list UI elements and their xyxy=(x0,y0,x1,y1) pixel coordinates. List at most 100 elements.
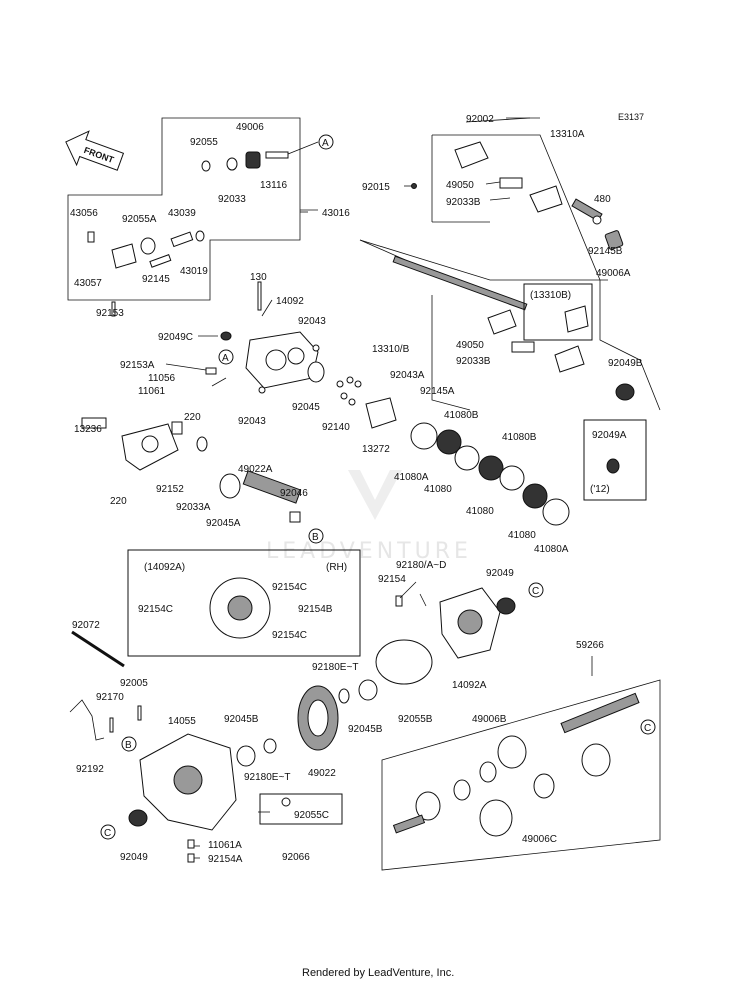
plate-13272 xyxy=(365,397,397,429)
label-220-low: 220 xyxy=(110,496,127,507)
breather-assembly-group xyxy=(67,117,319,317)
label-92049a: 92049A xyxy=(592,430,627,441)
label-13310a: 13310A xyxy=(550,129,585,140)
label-480: 480 xyxy=(594,194,611,205)
label-92066: 92066 xyxy=(282,852,310,863)
label-92049-low: 92049 xyxy=(120,852,148,863)
label-14092a: 14092A xyxy=(452,680,487,691)
label-92002: 92002 xyxy=(466,114,494,125)
label-92045b-1: 92045B xyxy=(224,714,259,725)
plug-11056 xyxy=(205,367,217,375)
label-92045: 92045 xyxy=(292,402,320,413)
label-13272: 13272 xyxy=(362,444,390,455)
label-49050-top: 49050 xyxy=(446,180,474,191)
label-43019: 43019 xyxy=(180,266,208,277)
plate-41080-3 xyxy=(522,483,548,509)
label-92154: 92154 xyxy=(378,574,406,585)
label-59266: 59266 xyxy=(576,640,604,651)
label-41080b-1: 41080B xyxy=(444,410,479,421)
label-92180et-low: 92180E~T xyxy=(244,772,290,783)
label-92145: 92145 xyxy=(142,274,170,285)
part-labels: 92002 13310A 92055 49006 92015 49050 920… xyxy=(70,114,643,865)
plate-41080b-1 xyxy=(454,445,480,471)
box-13310b xyxy=(523,283,593,341)
label-49006c: 49006C xyxy=(522,834,557,845)
box-92055c xyxy=(259,793,343,825)
label-92154a: 92154A xyxy=(208,854,243,865)
callout-c-low: C xyxy=(100,824,116,840)
label-92140: 92140 xyxy=(322,422,350,433)
label-13236: 13236 xyxy=(74,424,102,435)
spline-inner xyxy=(392,814,426,834)
label-43039: 43039 xyxy=(168,208,196,219)
label-92055b: 92055B xyxy=(398,714,433,725)
boot-49006a xyxy=(604,230,624,250)
pin-92043 xyxy=(312,344,320,352)
label-43016: 43016 xyxy=(322,208,350,219)
clutch-plates-group xyxy=(410,422,570,526)
watermark-text: LEADVENTURE xyxy=(266,539,472,564)
label-92154b: 92154B xyxy=(298,604,333,615)
shaft-13310 xyxy=(392,255,528,311)
label-41080-3: 41080 xyxy=(508,530,536,541)
nipple-92015 xyxy=(411,183,417,189)
band-92072 xyxy=(71,630,125,668)
svg-text:A: A xyxy=(322,138,329,149)
label-92046: 92046 xyxy=(280,488,308,499)
circlip-92033a xyxy=(196,436,208,452)
label-130: 130 xyxy=(250,272,267,283)
label-92180et-top: 92180E~T xyxy=(312,662,358,673)
plug-13236 xyxy=(81,417,107,429)
ring-gear-group xyxy=(236,679,378,767)
box-14092a xyxy=(127,549,361,657)
plate-41080-1 xyxy=(436,429,462,455)
label-92170: 92170 xyxy=(96,692,124,703)
bearing-92046 xyxy=(289,511,301,523)
svg-text:A: A xyxy=(222,353,229,364)
label-92180-ad: 92180/A~D xyxy=(396,560,446,571)
label-13310-b: 13310/B xyxy=(372,344,410,355)
yoke-mid xyxy=(487,309,517,335)
bolt-130 xyxy=(257,281,262,311)
bearing-cage xyxy=(453,779,471,801)
front-shaft-group xyxy=(411,117,624,281)
label-41080a-1: 41080A xyxy=(394,472,429,483)
shaft-59266 xyxy=(560,692,640,734)
label-rh: (RH) xyxy=(326,562,347,573)
label-41080-2: 41080 xyxy=(466,506,494,517)
bearing-92045a xyxy=(219,473,241,499)
label-49050-mid: 49050 xyxy=(456,340,484,351)
drive-shaft-group xyxy=(381,679,661,871)
label-49022a: 49022A xyxy=(238,464,273,475)
pinion-49022a xyxy=(242,470,302,504)
shim-92180-low xyxy=(263,738,277,754)
label-92145b: 92145B xyxy=(588,246,623,257)
bolt-92154a xyxy=(187,853,195,863)
label-13116: 13116 xyxy=(260,180,288,191)
callout-c-right: C xyxy=(640,719,656,735)
label-92033b-mid: 92033B xyxy=(456,356,491,367)
label-92154c-1: 92154C xyxy=(272,582,307,593)
spring-92145 xyxy=(149,254,172,268)
bearing-92045 xyxy=(307,361,325,383)
label-92055: 92055 xyxy=(190,137,218,148)
label-11061: 11061 xyxy=(138,386,166,397)
label-41080-1: 41080 xyxy=(424,484,452,495)
label-92145a: 92145A xyxy=(420,386,455,397)
cover-group xyxy=(81,417,302,523)
boot-49006c xyxy=(479,799,513,837)
label-43056: 43056 xyxy=(70,208,98,219)
bolt-92153 xyxy=(111,301,116,317)
o-ring-92055 xyxy=(201,160,211,172)
label-49022: 49022 xyxy=(308,768,336,779)
svg-text:B: B xyxy=(312,532,319,543)
label-92154c-3: 92154C xyxy=(272,630,307,641)
svg-text:C: C xyxy=(644,723,651,734)
clip-92170 xyxy=(109,717,114,733)
box-92049a xyxy=(583,419,647,501)
label-41080a-2: 41080A xyxy=(534,544,569,555)
yoke-top xyxy=(454,141,489,169)
label-92154c-2: 92154C xyxy=(138,604,173,615)
yoke-lower xyxy=(554,345,585,373)
